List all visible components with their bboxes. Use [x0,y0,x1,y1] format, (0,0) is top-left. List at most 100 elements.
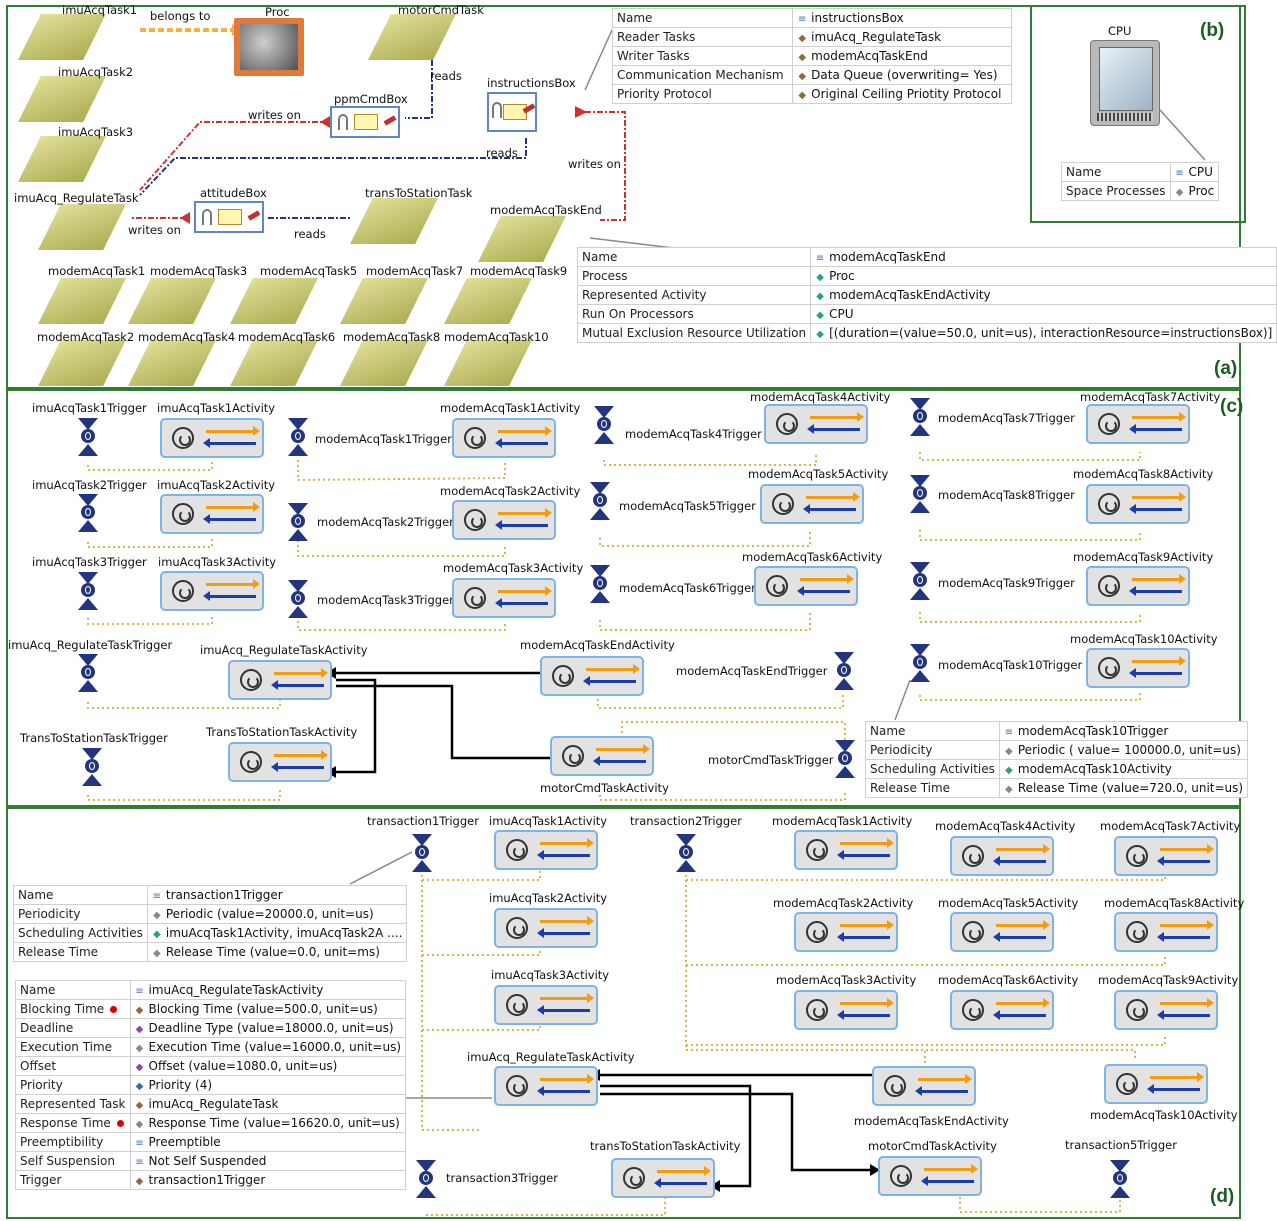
message-box-ppmCmdBox[interactable] [330,106,400,138]
task-label: imuAcqTask2 [58,65,134,79]
property-row[interactable]: Name≡modemAcqTask10Trigger [865,721,1249,741]
trigger-modemAcqTask2Trigger[interactable] [288,503,308,541]
activity-modemAcqTask1Activity[interactable] [794,830,898,870]
property-row[interactable]: Name≡CPU [1061,162,1220,182]
activity-TransToStationTaskActivity[interactable] [228,742,332,782]
activity-modemAcqTask3Activity[interactable] [794,990,898,1030]
activity-modemAcqTask4Activity[interactable] [764,404,868,444]
activity-imuAcqTask2Activity[interactable] [494,908,598,948]
trigger-imuAcq_RegulateTaskTrigger[interactable] [78,654,98,692]
trigger-modemAcqTaskEndTrigger[interactable] [834,652,854,690]
property-row[interactable]: Blocking Time◆Blocking Time (value=500.0… [15,999,407,1019]
activity-imuAcqTask1Activity[interactable] [494,830,598,870]
activity-modemAcqTask5Activity[interactable] [950,912,1054,952]
property-value: ◆Offset (value=1080.0, unit=us) [129,1056,407,1076]
activity-imuAcq_RegulateTaskActivity[interactable] [494,1066,598,1106]
property-row[interactable]: Periodicity◆Periodic (value=20000.0, uni… [13,904,408,924]
activity-modemAcqTask7Activity[interactable] [1114,836,1218,876]
property-value: ◆Deadline Type (value=18000.0, unit=us) [129,1018,407,1038]
property-row[interactable]: Self Suspension≡Not Self Suspended [15,1151,407,1171]
activity-modemAcqTask7Activity[interactable] [1086,404,1190,444]
cpu-node[interactable] [1090,40,1160,126]
property-row[interactable]: Space Processes◆Proc [1061,181,1220,201]
loop-icon [464,587,486,609]
property-row[interactable]: Process◆Proc [576,266,1277,286]
activity-modemAcqTaskEndActivity[interactable] [540,656,644,696]
property-row[interactable]: Reader Tasks◆imuAcq_RegulateTask [611,27,1012,47]
property-row[interactable]: Deadline◆Deadline Type (value=18000.0, u… [15,1018,407,1038]
activity-modemAcqTask4Activity[interactable] [950,836,1054,876]
trigger-modemAcqTask9Trigger[interactable] [910,562,930,600]
activity-imuAcqTask3Activity[interactable] [160,571,264,611]
activity-imuAcqTask2Activity[interactable] [160,494,264,534]
trigger-modemAcqTask4Trigger[interactable] [594,406,614,444]
activity-modemAcqTask10Activity[interactable] [1104,1064,1208,1104]
activity-imuAcqTask1Activity[interactable] [160,418,264,458]
activity-imuAcqTask3Activity[interactable] [494,985,598,1025]
property-row[interactable]: Name≡imuAcq_RegulateTaskActivity [15,980,407,1000]
activity-modemAcqTask6Activity[interactable] [950,990,1054,1030]
trigger-transaction1Trigger[interactable] [412,834,432,872]
trigger-TransToStationTaskTrigger[interactable] [82,748,102,786]
activity-modemAcqTask1Activity[interactable] [452,418,556,458]
arrow-right-icon [540,838,594,848]
node-label: motorCmdTaskTrigger [708,753,834,767]
trigger-modemAcqTask6Trigger[interactable] [590,565,610,603]
trigger-modemAcqTask5Trigger[interactable] [590,482,610,520]
trigger-imuAcqTask2Trigger[interactable] [78,494,98,532]
property-row[interactable]: Release Time◆Release Time (value=720.0, … [865,778,1249,798]
activity-modemAcqTask9Activity[interactable] [1114,990,1218,1030]
property-row[interactable]: Release Time◆Release Time (value=0.0, un… [13,942,408,962]
activity-modemAcqTask9Activity[interactable] [1086,566,1190,606]
activity-modemAcqTaskEndActivity[interactable] [872,1066,976,1106]
process-node[interactable] [234,18,304,76]
trigger-imuAcqTask1Trigger[interactable] [78,418,98,456]
activity-modemAcqTask6Activity[interactable] [754,566,858,606]
trigger-transaction2Trigger[interactable] [676,834,696,872]
trigger-transaction5Trigger[interactable] [1110,1160,1130,1198]
property-row[interactable]: Scheduling Activities◆modemAcqTask10Acti… [865,759,1249,779]
activity-modemAcqTask10Activity[interactable] [1086,648,1190,688]
property-row[interactable]: Periodicity◆Periodic ( value= 100000.0, … [865,740,1249,760]
property-row[interactable]: Name≡modemAcqTaskEnd [576,247,1277,267]
activity-modemAcqTask3Activity[interactable] [452,578,556,618]
task-label: modemAcqTask1 [48,264,146,278]
trigger-modemAcqTask7Trigger[interactable] [910,398,930,436]
property-row[interactable]: Execution Time◆Execution Time (value=160… [15,1037,407,1057]
activity-imuAcq_RegulateTaskActivity[interactable] [228,660,332,700]
property-row[interactable]: Mutual Exclusion Resource Utilization◆[(… [576,323,1277,343]
property-row[interactable]: Priority Protocol◆Original Ceiling Priot… [611,84,1012,104]
property-row[interactable]: Represented Activity◆modemAcqTaskEndActi… [576,285,1277,305]
message-box-instructionsBox[interactable] [487,92,537,132]
property-row[interactable]: Scheduling Activities◆imuAcqTask1Activit… [13,923,408,943]
activity-modemAcqTask2Activity[interactable] [452,500,556,540]
activity-modemAcqTask8Activity[interactable] [1114,912,1218,952]
property-row[interactable]: Name≡instructionsBox [611,8,1012,28]
activity-modemAcqTask2Activity[interactable] [794,912,898,952]
trigger-motorCmdTaskTrigger[interactable] [835,740,855,778]
property-row[interactable]: Communication Mechanism◆Data Queue (over… [611,65,1012,85]
property-row[interactable]: Represented Task◆imuAcq_RegulateTask [15,1094,407,1114]
property-value: ◆imuAcqTask1Activity, imuAcqTask2A .... [146,923,408,943]
trigger-modemAcqTask10Trigger[interactable] [910,644,930,682]
trigger-transaction3Trigger[interactable] [416,1160,436,1198]
property-row[interactable]: Trigger◆transaction1Trigger [15,1170,407,1190]
property-diamond-icon: ◆ [816,310,824,321]
trigger-modemAcqTask1Trigger[interactable] [288,418,308,456]
property-row[interactable]: Run On Processors◆CPU [576,304,1277,324]
activity-modemAcqTask5Activity[interactable] [760,484,864,524]
trigger-modemAcqTask8Trigger[interactable] [910,475,930,513]
trigger-imuAcqTask3Trigger[interactable] [78,572,98,610]
activity-modemAcqTask8Activity[interactable] [1086,484,1190,524]
activity-motorCmdTaskActivity[interactable] [550,736,654,776]
activity-transToStationTaskActivity[interactable] [611,1158,715,1198]
trigger-modemAcqTask3Trigger[interactable] [288,580,308,618]
property-row[interactable]: Priority◆Priority (4) [15,1075,407,1095]
property-row[interactable]: Offset◆Offset (value=1080.0, unit=us) [15,1056,407,1076]
property-row[interactable]: Writer Tasks◆modemAcqTaskEnd [611,46,1012,66]
activity-motorCmdTaskActivity[interactable] [878,1156,982,1196]
property-row[interactable]: Name≡transaction1Trigger [13,885,408,905]
property-row[interactable]: Preemptibility≡Preemptible [15,1132,407,1152]
message-box-attitudeBox[interactable] [194,201,264,233]
property-row[interactable]: Response Time◆Response Time (value=16620… [15,1113,407,1133]
